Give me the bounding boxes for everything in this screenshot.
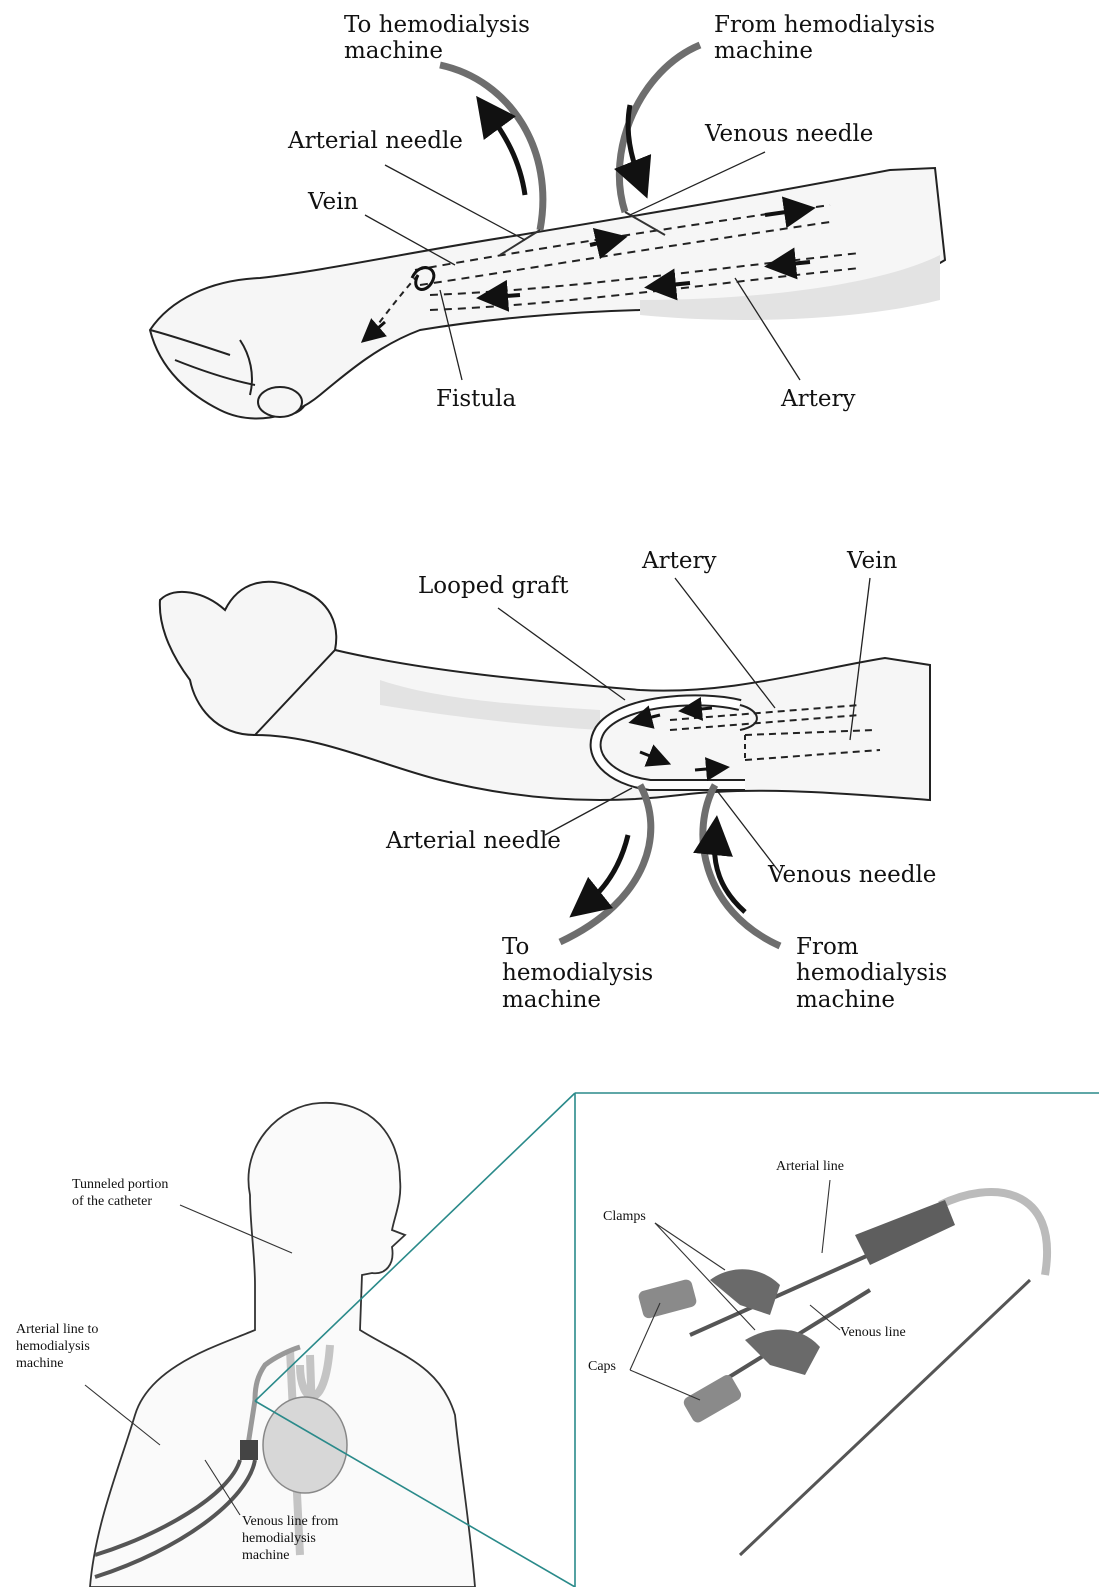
inset-cap-bottom	[682, 1373, 744, 1425]
arterial-line-label: Arterial line to hemodialysis machine	[16, 1322, 98, 1372]
catheter-hub	[240, 1440, 258, 1460]
graft-to-line3: machine	[502, 987, 653, 1013]
looped-graft-label: Looped graft	[418, 573, 569, 599]
graft-arterial-needle-label: Arterial needle	[386, 828, 561, 854]
fistula-illustration	[0, 0, 1099, 470]
graft-to-line2: hemodialysis	[502, 960, 653, 986]
tunneled-portion-line2: of the catheter	[72, 1194, 168, 1211]
venous-line-from-line3: machine	[242, 1548, 338, 1565]
graft-artery-label: Artery	[642, 548, 716, 574]
tube-to-machine	[560, 785, 651, 942]
graft-to-line1: To	[502, 934, 653, 960]
inset-arterial-line	[690, 1250, 880, 1335]
inset-cap-top	[637, 1278, 697, 1319]
inset-clamp-bottom	[745, 1330, 820, 1375]
to-machine-label-line2: machine	[344, 38, 530, 64]
graft-from-line2: hemodialysis	[796, 960, 947, 986]
from-machine-label: From hemodialysis machine	[714, 12, 935, 65]
graft-panel: Artery Vein Looped graft Arterial needle…	[0, 530, 1099, 1050]
arterial-line-line3: machine	[16, 1356, 98, 1373]
venous-line-from-line2: hemodialysis	[242, 1531, 338, 1548]
tube-from-machine	[619, 45, 700, 212]
fistula-panel: To hemodialysis machine From hemodialysi…	[0, 0, 1099, 470]
inset-clamp-top	[710, 1269, 780, 1315]
catheter-illustration	[0, 1085, 1099, 1587]
inset-venous-line-label: Venous line	[840, 1325, 906, 1342]
inset-arterial-line-label: Arterial line	[776, 1159, 844, 1176]
graft-from-line1: From	[796, 934, 947, 960]
caps-label: Caps	[588, 1359, 616, 1376]
from-machine-label-line1: From hemodialysis	[714, 12, 935, 38]
inset-bridge-tube	[940, 1192, 1047, 1275]
graft-to-machine-label: To hemodialysis machine	[502, 934, 653, 1013]
graft-vein-label: Vein	[847, 548, 897, 574]
from-machine-label-line2: machine	[714, 38, 935, 64]
inset-hub	[855, 1200, 955, 1265]
artery-label: Artery	[781, 386, 855, 412]
clamps-label: Clamps	[603, 1209, 646, 1226]
graft-from-machine-label: From hemodialysis machine	[796, 934, 947, 1013]
arterial-needle-label: Arterial needle	[288, 128, 463, 154]
graft-venous-needle-label: Venous needle	[768, 862, 936, 888]
arterial-line-line2: hemodialysis	[16, 1339, 98, 1356]
fistula-label: Fistula	[436, 386, 516, 412]
tunneled-portion-line1: Tunneled portion	[72, 1177, 168, 1194]
arterial-line-line1: Arterial line to	[16, 1322, 98, 1339]
catheter-panel: Tunneled portion of the catheter Arteria…	[0, 1085, 1099, 1587]
graft-from-line3: machine	[796, 987, 947, 1013]
venous-line-from-label: Venous line from hemodialysis machine	[242, 1514, 338, 1564]
venous-needle-label: Venous needle	[705, 121, 873, 147]
venous-line-from-line1: Venous line from	[242, 1514, 338, 1531]
to-machine-label-line1: To hemodialysis	[344, 12, 530, 38]
tunneled-portion-label: Tunneled portion of the catheter	[72, 1177, 168, 1211]
thumb	[258, 387, 302, 417]
to-machine-label: To hemodialysis machine	[344, 12, 530, 65]
inset-catheter-shaft	[740, 1280, 1030, 1555]
vein-label: Vein	[308, 189, 358, 215]
heart	[263, 1397, 347, 1493]
